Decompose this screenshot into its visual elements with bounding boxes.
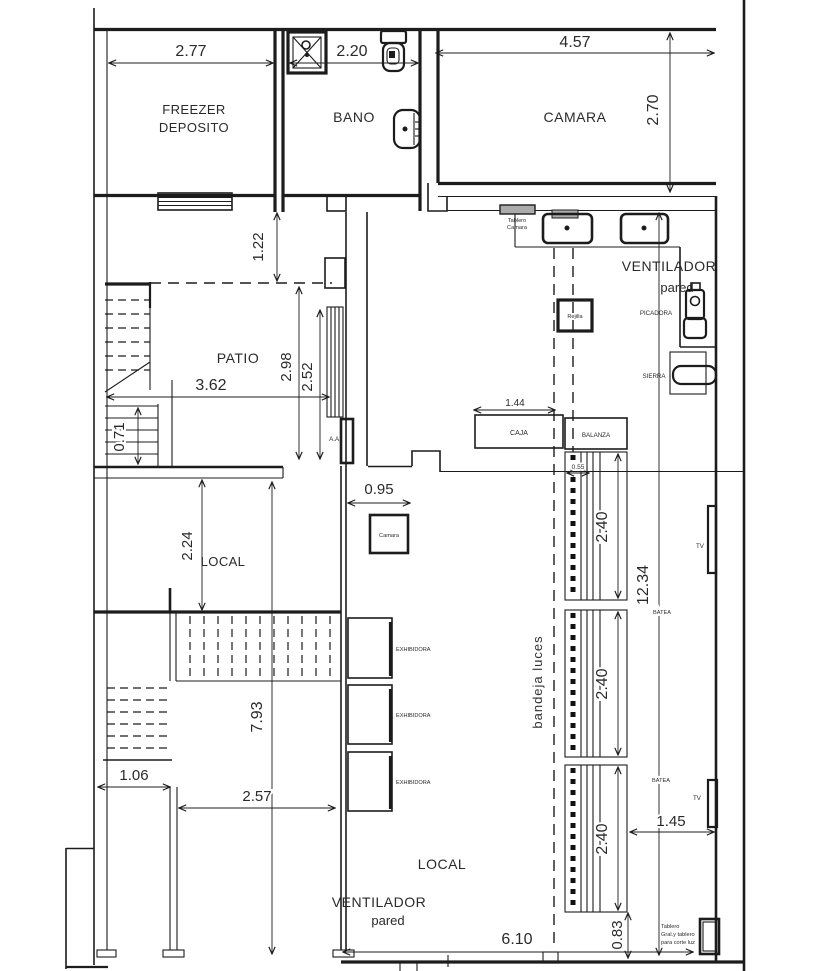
sierra-icon: [669, 351, 718, 395]
sink-icon-2: [619, 212, 670, 245]
dim-caja-width: 1.44: [505, 398, 525, 409]
dim-hall-length: 12.34: [635, 565, 652, 605]
dim-camara-width: 4.57: [559, 34, 590, 51]
exhibidora-case-3: [347, 751, 393, 812]
lower-left-walls: [94, 465, 341, 958]
picadora-icon: [682, 282, 708, 340]
dim-lower-width: 2.57: [242, 788, 271, 805]
patio-stairs: [104, 282, 332, 468]
security-camera-box: [368, 513, 410, 555]
hall-step-wall: [368, 450, 744, 473]
tv-2-label: TV: [693, 795, 702, 802]
dim-rear-offset: 0.83: [609, 920, 626, 949]
tablero-camara-label-1: Tablero: [508, 218, 526, 224]
balanza-box: [564, 417, 628, 450]
batea-2-label: BATEA: [652, 778, 670, 784]
room-local-main-label: LOCAL: [418, 856, 466, 872]
dim-batea-offset: 1.45: [656, 813, 685, 830]
exhibidora-case-2: [347, 684, 393, 745]
rejilla-box: [556, 298, 594, 333]
service-dashed-lines: [553, 248, 574, 950]
dim-passage-width: 0.95: [364, 481, 393, 498]
lower-stair-treads: [107, 616, 331, 749]
room-freezer-label-2: DEPOSITO: [159, 120, 229, 135]
outer-walls: [65, 0, 746, 971]
sink-icon-1: [541, 209, 594, 245]
ventilador-top-label-1: VENTILADOR: [622, 258, 716, 274]
tablero-camara-box: [499, 204, 536, 215]
main-hall-left-wall: [332, 466, 355, 958]
tablero-gral-box: [698, 917, 721, 956]
tablero-camara-label-2: Camara: [507, 225, 528, 231]
dim-camara-depth: 2.70: [645, 94, 662, 125]
prep-counter-row: [447, 209, 716, 248]
ac-unit-icon: [339, 417, 355, 465]
freezer-vent-grille: [157, 192, 233, 211]
ventilador-niche-wall: [679, 247, 716, 348]
ventilador-bottom-label-2: pared: [371, 913, 404, 928]
sierra-label: SIERRA: [642, 373, 666, 380]
ventilador-top-label-2: pared: [660, 280, 693, 295]
dim-patio-width: 3.62: [195, 377, 226, 394]
security-camera-label: Camara: [379, 533, 400, 539]
room-freezer-label-1: FREEZER: [162, 102, 225, 117]
patio-door-frame: [324, 212, 368, 466]
toilet-icon: [379, 29, 408, 73]
dim-bano-width: 2.20: [336, 43, 367, 60]
dim-counter-section-3: 2.40: [594, 823, 611, 854]
exhibidora-case-1: [347, 617, 393, 679]
picadora-label: PICADORA: [640, 310, 673, 317]
dim-counter-section-1: 2.40: [594, 511, 611, 542]
dim-entry-width: 1.06: [119, 767, 148, 784]
ventilador-bottom-label-1: VENTILADOR: [332, 894, 426, 910]
ac-unit-label: A.A.: [329, 436, 341, 443]
dim-hall-width: 6.10: [501, 931, 532, 948]
bathroom-sink-icon: [392, 108, 422, 150]
dimension-lines: [98, 33, 714, 958]
tv-icon-1: [706, 504, 718, 575]
bandeja-luces-label: bandeja luces: [530, 635, 545, 728]
dim-local-left-length: 7.93: [249, 701, 266, 732]
room-camara-label: CAMARA: [544, 109, 607, 125]
tablero-gral-label-2: Gral.y tablero: [661, 932, 695, 938]
caja-box: [474, 414, 564, 449]
dim-stair-width: 0.71: [111, 422, 128, 451]
dim-counter-section-2: 2.40: [594, 668, 611, 699]
room-patio-label: PATIO: [217, 350, 259, 366]
shower-icon: [286, 30, 328, 75]
dim-patio-offset: 1.22: [250, 232, 267, 261]
exhibidora-2-label: EXHIBIDORA: [396, 713, 431, 719]
batea-1-label: BATEA: [653, 610, 671, 616]
exhibidora-1-label: EXHIBIDORA: [396, 647, 431, 653]
dim-local-left-depth: 2.24: [179, 531, 196, 560]
balanza-label: BALANZA: [582, 432, 611, 439]
exhibidora-3-label: EXHIBIDORA: [396, 780, 431, 786]
top-room-walls: [94, 29, 718, 962]
room-bano-label: BANO: [333, 109, 375, 125]
tablero-gral-label-1: Tablero: [661, 924, 679, 930]
display-counter-section-3: [564, 764, 628, 913]
tv-icon-2: [706, 778, 719, 829]
room-local-left-label: LOCAL: [201, 554, 246, 569]
tv-1-label: TV: [696, 543, 705, 550]
dim-patio-depth-b: 2.52: [299, 362, 316, 391]
dim-patio-depth-a: 2.98: [278, 352, 295, 381]
rejilla-label: Rejilla: [567, 314, 583, 320]
dim-freezer-width: 2.77: [175, 43, 206, 60]
display-counter-section-2: [564, 609, 628, 758]
tablero-gral-label-3: para corte luz: [661, 940, 695, 946]
caja-label: CAJA: [510, 430, 528, 437]
dim-counter-top-width: 0.55: [572, 464, 585, 471]
